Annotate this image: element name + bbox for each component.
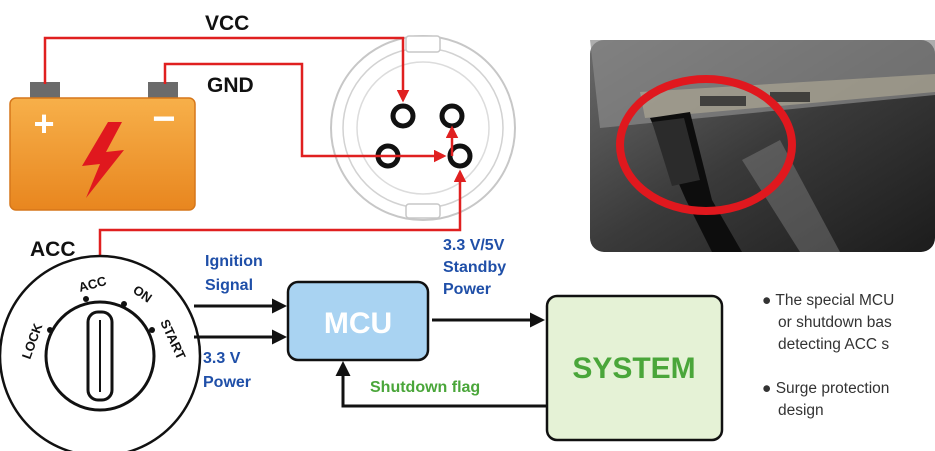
key-acc-label: ACC [77, 273, 109, 295]
connector-pin-vcc [390, 103, 416, 129]
note-mcu-line1: The special MCU [775, 292, 895, 309]
acc-label: ACC [30, 238, 76, 261]
power-label-line1: 3.3 V [203, 350, 241, 367]
note-bullet: ● [762, 292, 772, 309]
power-wires [43, 36, 467, 270]
note-mcu-line2: or shutdown bas [778, 314, 892, 331]
note-mcu: ● The special MCU or shutdown bas detect… [762, 290, 935, 356]
note-bullet: ● [762, 380, 772, 397]
acc-wire [98, 169, 467, 270]
highlight-circle [616, 75, 796, 215]
gnd-wire [163, 62, 447, 163]
vcc-label: VCC [205, 12, 249, 35]
connector-pin-gnd [447, 143, 473, 169]
shutdown-flag-label: Shutdown flag [370, 379, 480, 396]
shutdown-flag-arrow [335, 361, 547, 408]
signal-arrows [194, 298, 547, 408]
lightning-bolt-icon [82, 122, 124, 198]
gnd-label: GND [207, 74, 254, 97]
battery-plus-sign: + [33, 103, 54, 144]
note-surge: ● Surge protection design [762, 378, 935, 422]
ignition-key-switch-icon: LOCK ACC ON START [0, 254, 202, 451]
standby-label-line1: 3.3 V/5V [443, 237, 505, 254]
system-label: SYSTEM [572, 352, 695, 385]
standby-label-line2: Standby [443, 259, 506, 276]
mcu-label: MCU [324, 307, 392, 340]
battery-icon: + − [9, 82, 196, 211]
din-connector-icon [330, 35, 516, 221]
battery-minus-sign: − [152, 97, 175, 141]
note-surge-line1: Surge protection [775, 380, 890, 397]
standby-label-line3: Power [443, 281, 491, 298]
vcc-wire [43, 36, 410, 103]
note-surge-line2: design [778, 402, 824, 419]
power-label-line2: Power [203, 374, 251, 391]
mcu-block: MCU [286, 280, 430, 362]
ignition-label-line2: Signal [205, 277, 253, 294]
note-mcu-line3: detecting ACC s [778, 336, 890, 353]
system-block: SYSTEM [545, 294, 724, 442]
ignition-label-line1: Ignition [205, 253, 263, 270]
connector-photo [590, 40, 935, 252]
